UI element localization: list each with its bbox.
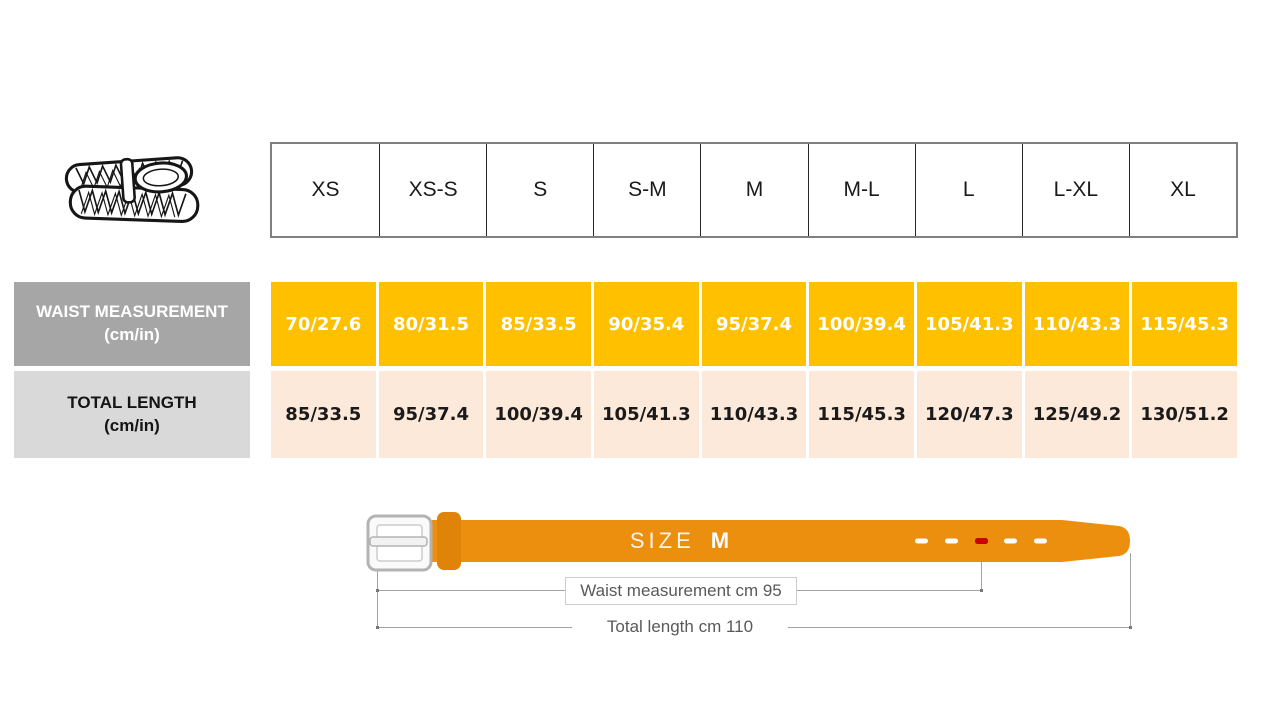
total-length-values-row: 85/33.5 95/37.4 100/39.4 105/41.3 110/43… — [271, 371, 1237, 458]
belt-holes — [915, 538, 1047, 544]
waist-value-cell: 70/27.6 — [271, 282, 376, 366]
size-header-cell: M-L — [807, 144, 915, 236]
waist-value-cell: 85/33.5 — [486, 282, 591, 366]
size-header-cell: XS — [311, 178, 340, 201]
waist-value-cell: 105/41.3 — [916, 282, 1022, 366]
length-value-cell: 115/45.3 — [809, 371, 914, 458]
belt-size-text: SIZE M — [565, 524, 795, 558]
measurement-endpoints — [376, 589, 1132, 629]
row-label-title: TOTAL LENGTH — [67, 392, 197, 412]
size-header-cell: L — [914, 144, 1022, 236]
length-value-cell: 85/33.5 — [271, 371, 376, 458]
size-header-cell: L-XL — [1021, 144, 1129, 236]
belt-buckle — [366, 514, 433, 572]
length-value-cell: 100/39.4 — [486, 371, 591, 458]
row-label-unit: (cm/in) — [104, 325, 160, 344]
waist-row-label: WAIST MEASUREMENT (cm/in) — [14, 282, 250, 366]
belt-hole — [1034, 538, 1047, 544]
length-value-cell: 105/41.3 — [593, 371, 699, 458]
length-value-cell: 120/47.3 — [916, 371, 1022, 458]
waist-value-cell: 90/35.4 — [593, 282, 699, 366]
braided-belt-icon — [64, 156, 200, 223]
icon-buckle-bar — [119, 157, 136, 204]
size-header-cell: XL — [1128, 144, 1236, 236]
size-header-row: XS XS-S S S-M M M-L L L-XL XL — [270, 142, 1238, 238]
total-length-row-label: TOTAL LENGTH (cm/in) — [14, 371, 250, 458]
row-label-unit: (cm/in) — [104, 415, 160, 435]
waist-measurement-annotation: Waist measurement cm 95 — [565, 577, 797, 605]
size-label: SIZE — [629, 528, 695, 553]
waist-value-cell: 115/45.3 — [1132, 282, 1237, 366]
waist-value-cell: 110/43.3 — [1024, 282, 1130, 366]
size-header-cell: M — [700, 144, 807, 236]
belt-hole — [945, 538, 958, 544]
waist-value-cell: 95/37.4 — [701, 282, 807, 366]
size-value: M — [710, 528, 731, 553]
buckle-prong — [369, 536, 428, 547]
belt-hole — [1004, 538, 1017, 544]
waist-value-cell: 100/39.4 — [809, 282, 914, 366]
selected-size-hole — [975, 538, 988, 544]
length-value-cell: 95/37.4 — [378, 371, 484, 458]
size-header-cell: S — [486, 144, 593, 236]
belt-measurement-diagram — [366, 512, 1132, 629]
total-length-annotation: Total length cm 110 — [572, 614, 788, 640]
size-header-cell: XS-S — [379, 144, 486, 236]
belt-strap — [414, 520, 1130, 562]
belt-keeper-loop — [437, 512, 461, 570]
length-value-cell: 130/51.2 — [1132, 371, 1237, 458]
row-label-title: WAIST MEASUREMENT — [36, 302, 228, 322]
length-value-cell: 125/49.2 — [1024, 371, 1130, 458]
waist-values-row: 70/27.6 80/31.5 85/33.5 90/35.4 95/37.4 … — [271, 282, 1237, 366]
size-header-cell: S-M — [593, 144, 700, 236]
length-value-cell: 110/43.3 — [701, 371, 807, 458]
waist-value-cell: 80/31.5 — [378, 282, 484, 366]
belt-hole — [915, 538, 928, 544]
